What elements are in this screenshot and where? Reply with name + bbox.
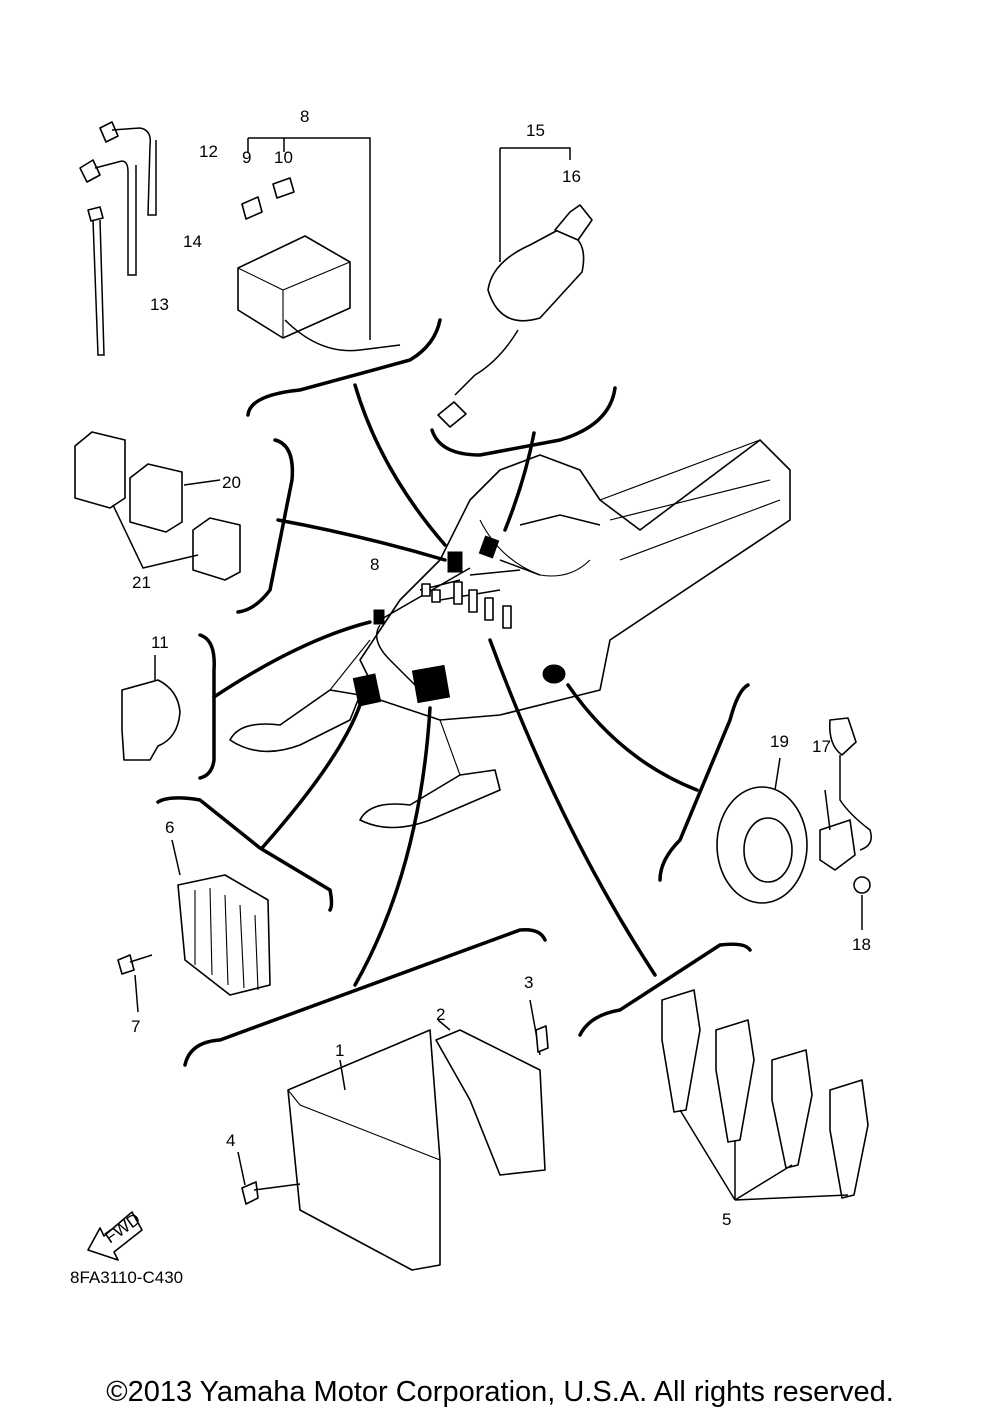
callout-8a: 8: [300, 107, 309, 126]
connector-lines: [156, 318, 752, 1067]
callout-13: 13: [150, 295, 169, 314]
callout-17: 17: [812, 737, 831, 756]
callout-labels: 8 9 10 12 14 13 15 16 20 21 8 11 19 17 1…: [131, 107, 871, 1229]
ignition-coils-group: [661, 989, 869, 1201]
rectifier-regulator-group: [117, 839, 271, 1013]
callout-7: 7: [131, 1017, 140, 1036]
ecu-group: [237, 999, 549, 1271]
callout-19: 19: [770, 732, 789, 751]
callout-9: 9: [242, 148, 251, 167]
callout-20: 20: [222, 473, 241, 492]
diagram-code: 8FA3110-C430: [70, 1268, 184, 1287]
bracket-11: [121, 655, 181, 761]
callout-16: 16: [562, 167, 581, 186]
rotor-sensor-group: [716, 717, 872, 930]
callout-15: 15: [526, 121, 545, 140]
callout-5: 5: [722, 1210, 731, 1229]
relays-group: [74, 431, 241, 581]
callout-1: 1: [335, 1041, 344, 1060]
callout-6: 6: [165, 818, 174, 837]
callout-14: 14: [183, 232, 202, 251]
callout-3: 3: [524, 973, 533, 992]
callout-8b: 8: [370, 555, 379, 574]
cable-ties-group: [79, 121, 157, 356]
callout-18: 18: [852, 935, 871, 954]
callout-2: 2: [436, 1005, 445, 1024]
fwd-arrow-icon: FWD: [87, 1209, 144, 1261]
main-switch-group: [437, 147, 593, 428]
snowmobile-chassis: [229, 439, 791, 829]
fuse-box-group: [237, 137, 401, 352]
copyright-notice: ©2013 Yamaha Motor Corporation, U.S.A. A…: [106, 1376, 894, 1408]
callout-10: 10: [274, 148, 293, 167]
callout-4: 4: [226, 1131, 235, 1150]
callout-12: 12: [199, 142, 218, 161]
plug-connectors: [421, 581, 512, 629]
callout-21: 21: [132, 573, 151, 592]
callout-11: 11: [151, 633, 169, 652]
